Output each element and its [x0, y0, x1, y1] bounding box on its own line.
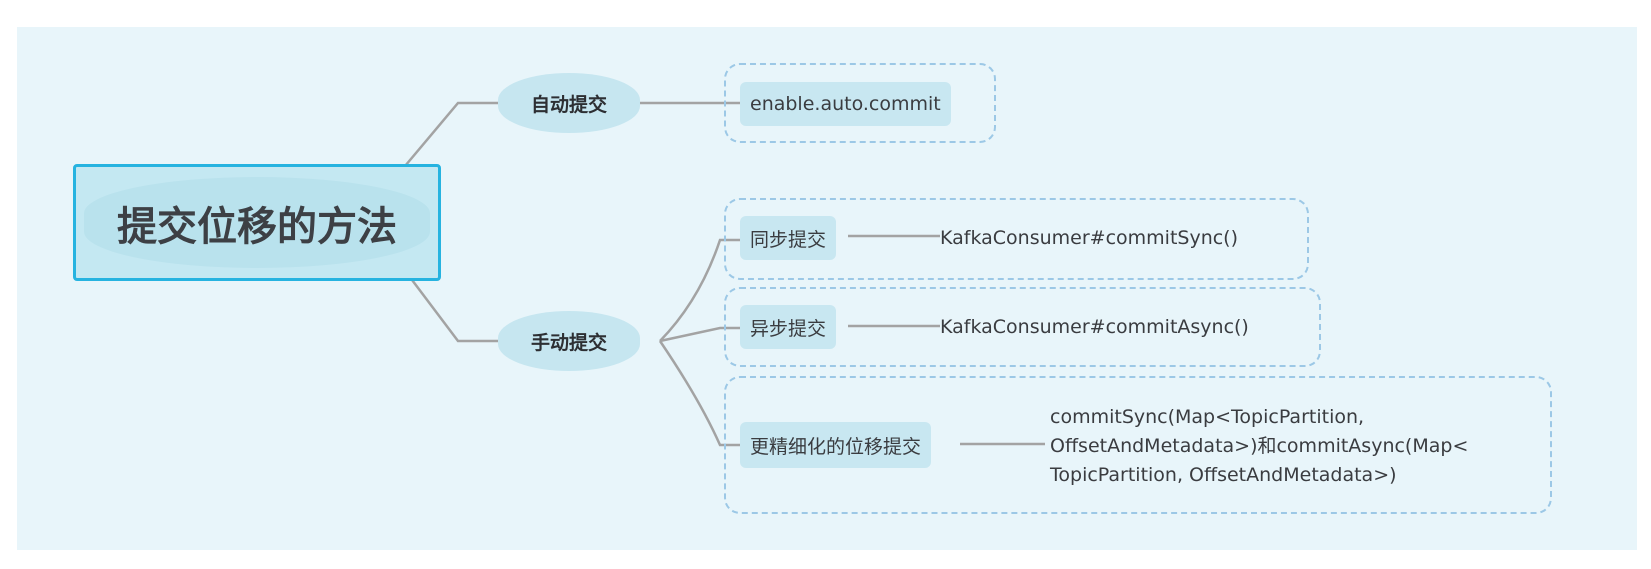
async-commit-group	[724, 287, 1321, 367]
async-commit-label: 异步提交	[750, 317, 827, 340]
async-commit-node[interactable]: 异步提交	[740, 305, 837, 349]
connector-root-auto	[399, 101, 498, 173]
fine-commit-node[interactable]: 更精细化的位移提交	[740, 422, 932, 468]
branch-manual-commit-label: 手动提交	[530, 331, 607, 354]
connector-root-manual	[399, 263, 498, 343]
sync-commit-method-label: KafkaConsumer#commitSync()	[940, 227, 1239, 249]
auto-commit-config-node[interactable]: enable.auto.commit	[740, 82, 951, 126]
branch-auto-commit[interactable]: 自动提交	[498, 73, 640, 133]
fine-commit-method-line: commitSync(Map<TopicPartition,	[1050, 406, 1365, 428]
async-commit-method: KafkaConsumer#commitAsync()	[940, 309, 1249, 345]
fine-commit-group	[724, 376, 1552, 514]
sync-commit-label: 同步提交	[750, 228, 827, 251]
branch-auto-commit-label: 自动提交	[530, 93, 607, 116]
root-node-fill	[84, 177, 430, 268]
sync-commit-group	[724, 198, 1309, 280]
connector-manual-fine	[658, 340, 740, 447]
connector-manual-sync	[659, 238, 740, 342]
root-node[interactable]: 提交位移的方法	[73, 164, 441, 281]
root-label: 提交位移的方法	[117, 203, 397, 250]
branch-manual-commit[interactable]: 手动提交	[498, 311, 640, 371]
sync-commit-method: KafkaConsumer#commitSync()	[940, 220, 1238, 256]
sync-commit-node[interactable]: 同步提交	[740, 216, 837, 260]
async-commit-method-label: KafkaConsumer#commitAsync()	[940, 316, 1249, 338]
fine-commit-label: 更精细化的位移提交	[750, 435, 922, 458]
fine-commit-method-line: TopicPartition, OffsetAndMetadata>)	[1050, 464, 1397, 486]
auto-commit-group	[724, 63, 996, 143]
connector-manual-async	[659, 326, 740, 343]
fine-commit-method: commitSync(Map<TopicPartition, OffsetAnd…	[1050, 403, 1468, 490]
auto-commit-config-label: enable.auto.commit	[750, 93, 941, 115]
fine-commit-method-line: OffsetAndMetadata>)和commitAsync(Map<	[1050, 435, 1469, 457]
